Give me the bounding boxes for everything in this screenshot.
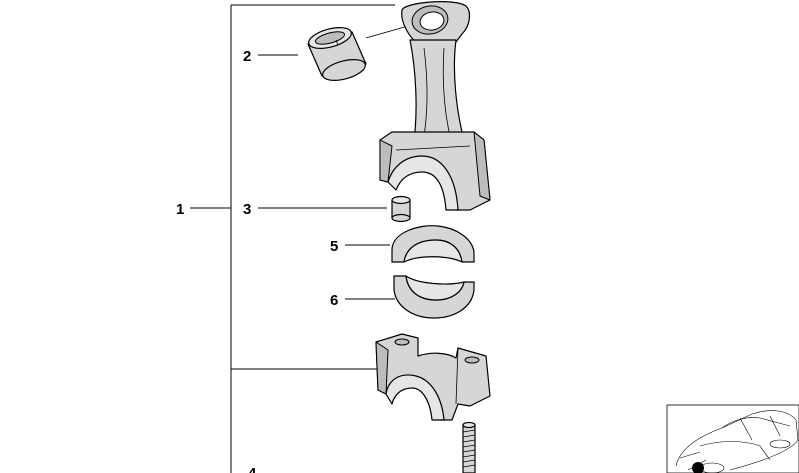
callout-1: 1: [176, 201, 184, 218]
bracket-group-1: [190, 4, 395, 473]
car-location-thumbnail-icon: [666, 404, 799, 473]
callout-3: 3: [243, 201, 251, 218]
connecting-rod: [379, 1, 491, 211]
callout-4: 4: [248, 465, 257, 473]
bearing-cap: [375, 333, 491, 421]
callout-6: 6: [330, 292, 338, 309]
conrod-bolt: [462, 421, 476, 473]
callout-2: 2: [243, 48, 251, 65]
bushing-axis-line: [365, 25, 409, 39]
bearing-shell-lower: [393, 275, 475, 319]
dowel-sleeve: [391, 195, 411, 223]
callout-5: 5: [330, 238, 338, 255]
small-end-bushing: [307, 27, 367, 81]
bearing-shell-upper: [391, 225, 475, 263]
location-dot-icon: [692, 462, 704, 473]
